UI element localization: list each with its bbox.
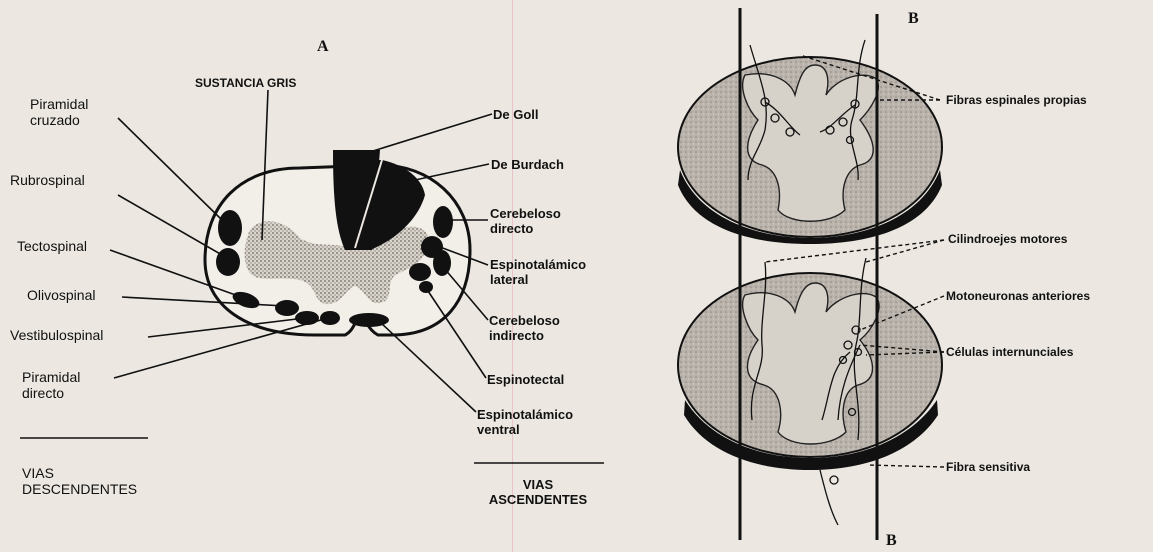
label-fibras-espinales: Fibras espinales propias xyxy=(946,93,1087,107)
label-motoneuronas: Motoneuronas anteriores xyxy=(946,289,1090,303)
tract-espinotalamico-lateral-2 xyxy=(409,263,431,281)
label-burdach: De Burdach xyxy=(491,157,564,172)
label-cilindroejes: Cilindroejes motores xyxy=(948,232,1067,246)
label-rubrospinal: Rubrospinal xyxy=(10,172,85,188)
label-olivospinal: Olivospinal xyxy=(27,287,95,303)
tract-piramidal-cruzado xyxy=(218,210,242,246)
caption-vias-descendentes: VIAS DESCENDENTES xyxy=(22,465,137,497)
label-goll: De Goll xyxy=(493,107,539,122)
panel-b-letter-bottom: B xyxy=(886,532,897,550)
tract-cerebeloso-directo xyxy=(433,206,453,238)
label-tectospinal: Tectospinal xyxy=(17,238,87,254)
label-fibra-sensitiva: Fibra sensitiva xyxy=(946,460,1030,474)
panel-a-letter: A xyxy=(317,38,329,56)
panel-b-letter-top: B xyxy=(908,10,919,28)
gray-matter-label: SUSTANCIA GRIS xyxy=(195,76,296,90)
tract-olivospinal xyxy=(275,300,299,316)
panel-a-section xyxy=(205,150,470,335)
label-espinotalamico-lateral: Espinotalámico lateral xyxy=(490,257,586,287)
caption-vias-ascendentes: VIAS ASCENDENTES xyxy=(476,477,600,507)
label-cerebeloso-directo: Cerebeloso directo xyxy=(490,206,561,236)
panel-b-drawing xyxy=(678,8,942,540)
label-espinotalamico-ventral: Espinotalámico ventral xyxy=(477,407,573,437)
tract-rubrospinal xyxy=(216,248,240,276)
tract-espinotectal xyxy=(419,281,433,293)
label-espinotectal: Espinotectal xyxy=(487,372,564,387)
label-cerebeloso-indirecto: Cerebeloso indirecto xyxy=(489,313,560,343)
label-piramidal-directo: Piramidal directo xyxy=(22,369,80,401)
label-piramidal-cruzado: Piramidal cruzado xyxy=(30,96,88,128)
tract-piramidal-directo xyxy=(320,311,340,325)
label-vestibulospinal: Vestibulospinal xyxy=(10,327,103,343)
label-celulas-internunciales: Células internunciales xyxy=(946,345,1073,359)
